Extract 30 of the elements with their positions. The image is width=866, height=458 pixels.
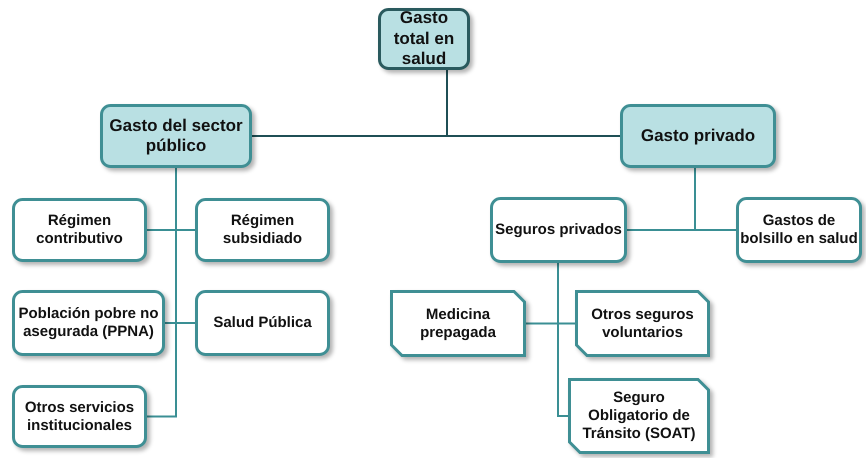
category-label: Régimen contributivo (35, 212, 124, 248)
category-box (12, 290, 165, 356)
category-label: Gasto privado (640, 126, 756, 146)
category-box (490, 197, 627, 263)
category-label: Población pobre no asegurada (PPNA) (17, 305, 160, 341)
category-label: Otros servicios institucionales (24, 398, 136, 434)
category-label: Gasto total en salud (392, 8, 456, 70)
category-box (100, 104, 252, 168)
category-label: Régimen subsidiado (222, 212, 304, 248)
category-label: Medicina prepagada (419, 306, 497, 342)
connector-line (694, 168, 736, 231)
category-box (620, 104, 776, 168)
category-label: Gasto del sector público (108, 116, 244, 156)
connector-line (557, 263, 568, 417)
category-box (568, 378, 710, 454)
category-label: Seguros privados (494, 221, 623, 239)
category-box (12, 385, 147, 448)
category-box (12, 198, 147, 262)
connector-line (446, 70, 620, 137)
category-box (378, 8, 470, 70)
category-label: Otros seguros voluntarios (590, 306, 695, 342)
category-label: Salud Pública (212, 314, 313, 332)
category-label: Seguro Obligatorio de Tránsito (SOAT) (581, 389, 697, 443)
category-box (575, 290, 710, 357)
category-label: Gastos de bolsillo en salud (739, 212, 859, 248)
connector-line (147, 168, 177, 418)
category-box (736, 197, 862, 263)
category-box (195, 198, 330, 262)
category-box (390, 290, 526, 357)
category-box (195, 290, 330, 356)
